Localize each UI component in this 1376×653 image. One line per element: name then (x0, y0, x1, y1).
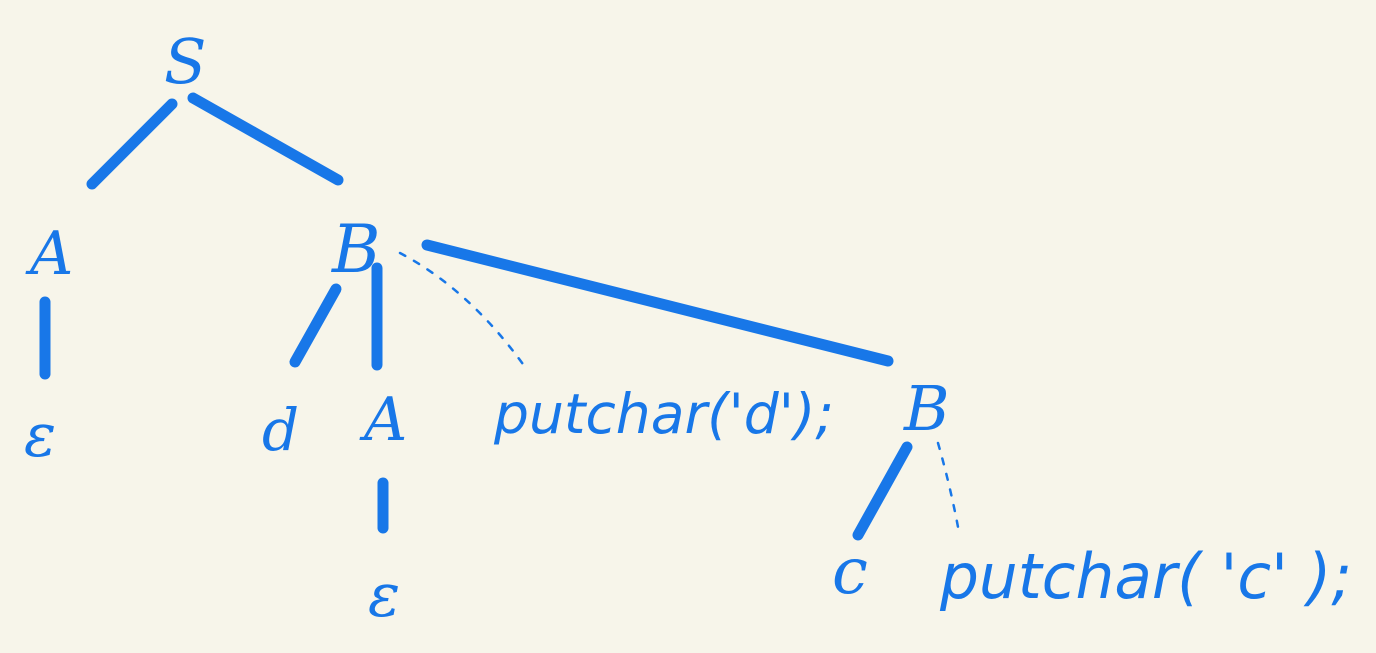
action-putchar-d: putchar('d'); (493, 382, 834, 446)
node-b-lower-terminal-c: c (832, 535, 868, 609)
node-b-child-a: A (359, 385, 407, 455)
node-b-child-a-epsilon: ε (368, 561, 400, 631)
node-root-s: S (164, 25, 206, 98)
action-putchar-c: putchar( 'c' ); (939, 540, 1352, 613)
edge-b-to-d (289, 283, 342, 368)
edge-b-lower-to-c (852, 441, 913, 541)
edge-s-to-b (187, 92, 344, 186)
edge-b-to-action-d-dashed (398, 251, 527, 369)
edge-b-to-b-lower (421, 239, 894, 367)
edge-b-lower-to-action-c-dashed (936, 441, 960, 529)
node-b-terminal-d: d (262, 396, 299, 464)
node-b-upper: B (331, 211, 381, 288)
node-b-lower: B (903, 372, 950, 445)
node-left-a-epsilon: ε (24, 401, 56, 471)
node-left-a: A (25, 219, 73, 289)
edge-s-to-a (86, 98, 178, 190)
